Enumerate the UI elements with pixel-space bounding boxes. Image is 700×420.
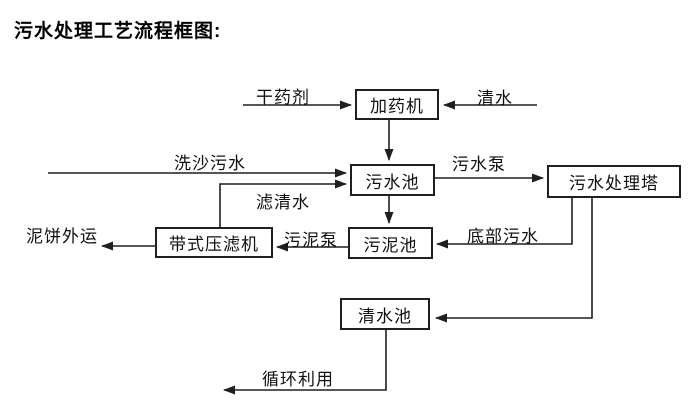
box-treatment-tower: 污水处理塔: [547, 165, 681, 198]
label-mud-cake-out: 泥饼外运: [26, 227, 98, 246]
box-sludge-pool: 污泥池: [348, 227, 433, 259]
line-filtered-water-to-sewage-pool: [219, 179, 347, 227]
label-filtered-water: 滤清水: [256, 193, 310, 212]
box-dosing-machine: 加药机: [355, 89, 439, 120]
label-dry-chemical: 干药剂: [256, 88, 310, 107]
label-recycle-use: 循环利用: [262, 370, 334, 389]
label-sewage-pump: 污水泵: [452, 155, 506, 174]
diagram-title: 污水处理工艺流程框图:: [14, 21, 222, 42]
line-clean-pool-to-recycle: [223, 330, 387, 395]
box-belt-filter-press: 带式压滤机: [155, 227, 273, 258]
label-bottom-sewage: 底部污水: [467, 227, 539, 246]
label-clean-water: 清水: [477, 89, 513, 108]
box-sewage-pool: 污水池: [350, 164, 435, 196]
line-bottom-sewage-to-sludge-pool: [436, 198, 573, 249]
box-clean-water-pool: 清水池: [340, 298, 430, 330]
line-tower-to-clean-water-pool: [435, 198, 593, 323]
label-sludge-pump: 污泥泵: [284, 231, 338, 250]
label-sand-washing-sewage: 洗沙污水: [174, 154, 246, 173]
